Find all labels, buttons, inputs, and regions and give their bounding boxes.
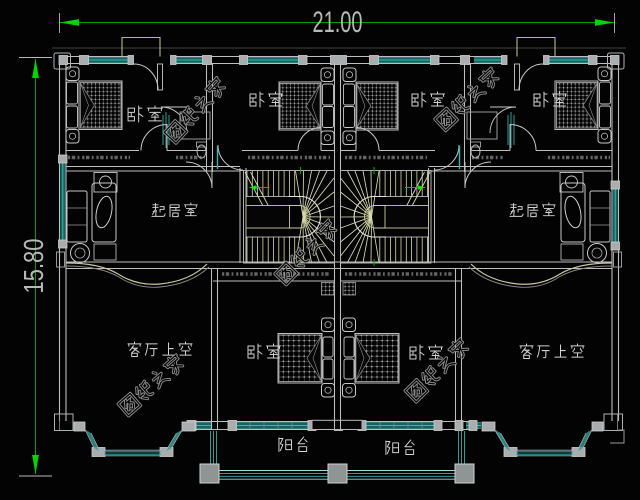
svg-text:15.80: 15.80 [19, 238, 50, 293]
svg-text:21.00: 21.00 [312, 6, 362, 39]
